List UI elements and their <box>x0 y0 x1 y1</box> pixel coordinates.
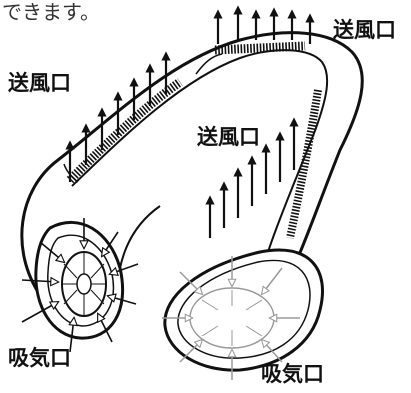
band-inner-outline <box>71 49 329 253</box>
intake-arrows-left <box>21 218 139 353</box>
outlet-arrows-top <box>213 5 315 44</box>
label-outlet-center: 送風口 <box>197 125 260 149</box>
left-intake-hub <box>76 273 92 295</box>
intake-arrows-right <box>162 256 300 380</box>
label-outlet-top-right: 送風口 <box>333 18 396 42</box>
label-intake-left: 吸気口 <box>8 346 71 370</box>
label-outlet-left: 送風口 <box>8 71 71 95</box>
left-pod-rim <box>47 234 115 327</box>
label-intake-right: 吸気口 <box>261 362 324 386</box>
outlet-arrows-left <box>65 51 171 182</box>
caption-text: できます。 <box>2 0 100 24</box>
right-intake-vanes <box>201 290 263 346</box>
band-seam <box>195 53 223 75</box>
outlet-slots-right <box>286 89 322 239</box>
outlet-slots-left <box>66 78 183 184</box>
right-pod-rim <box>177 259 311 359</box>
outlet-slots-top <box>214 41 306 55</box>
band-seam-2 <box>63 163 79 183</box>
outlet-arrows-center <box>205 117 299 238</box>
left-intake-vanes <box>62 252 106 316</box>
left-arm-inner <box>119 205 161 269</box>
